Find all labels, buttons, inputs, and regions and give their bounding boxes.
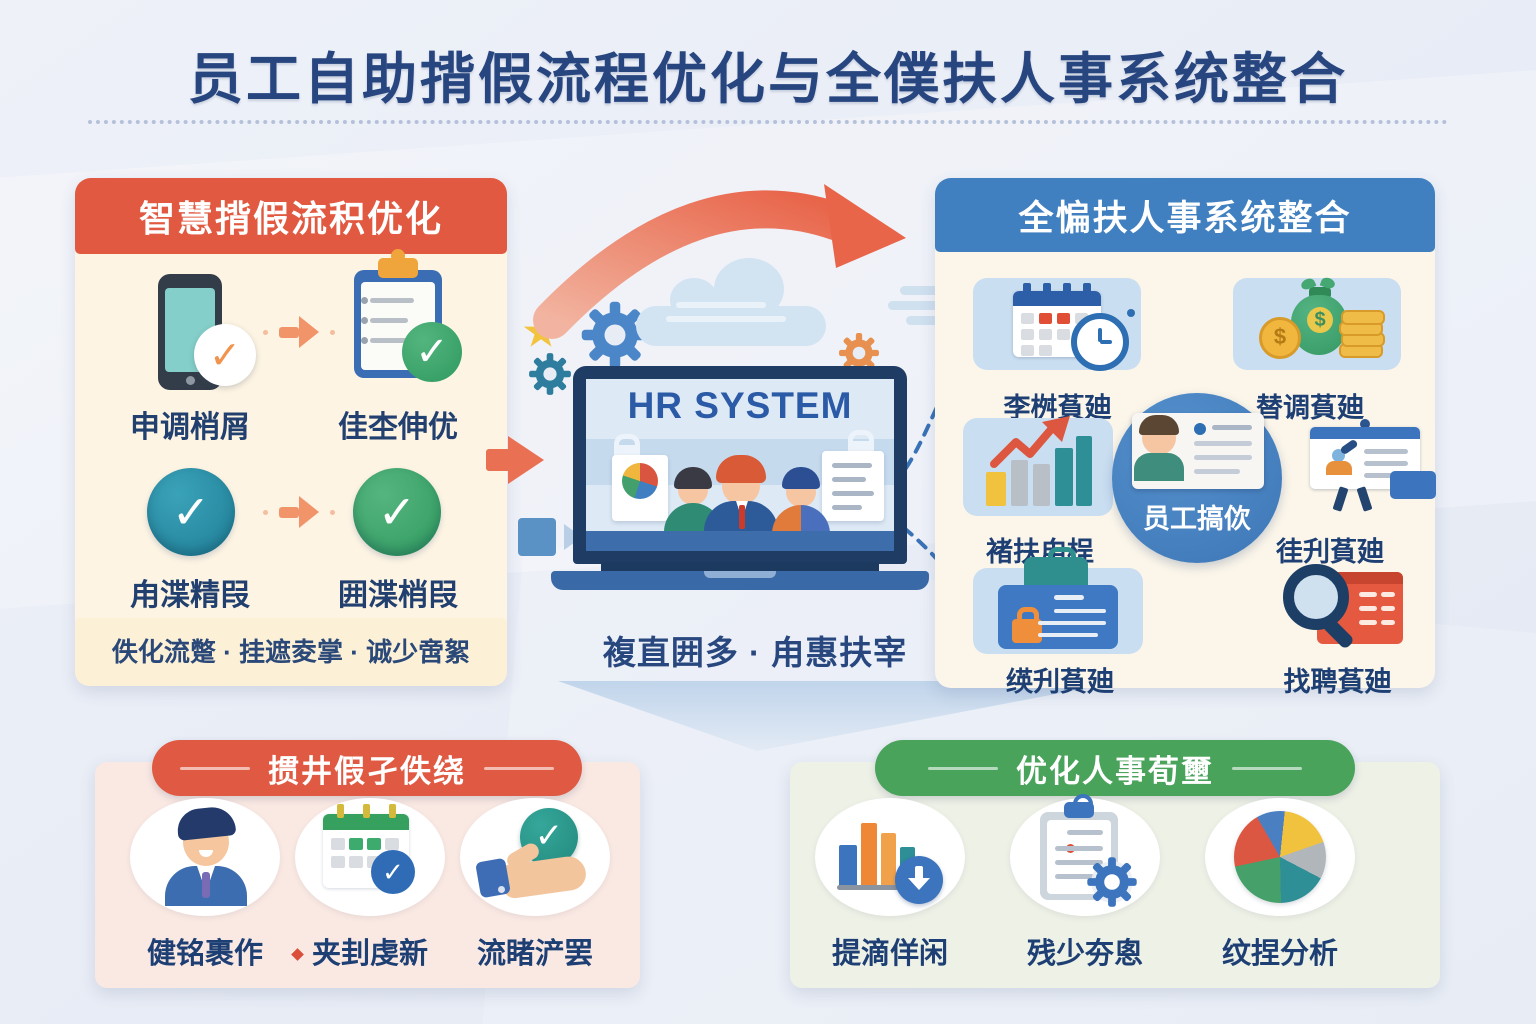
benefits-footnote: 佚化流蹩 · 挂遮夌掌 · 诚少啻絮 xyxy=(75,618,507,686)
check-glyph: ✓ xyxy=(209,334,241,377)
speed-lines-icon xyxy=(888,286,968,332)
check-glyph: ✓ xyxy=(377,486,417,538)
check-circle-icon: ✓ xyxy=(147,468,235,556)
hr-system-laptop: HR SYSTEM xyxy=(573,366,907,564)
leave-process-panel: 智慧揹假流积优化 ✓ ✓ 申调梢屑 佳杢伸优 ✓ xyxy=(75,178,507,686)
title-divider xyxy=(88,120,1448,124)
download-badge-icon xyxy=(895,856,943,904)
page-title: 员工自助揹假流程优化与全僕扶人事系统整合 xyxy=(187,48,1348,110)
pill-label: 掼井假孑佚绕 xyxy=(268,753,466,789)
module-label: 绬刋萯廸 xyxy=(1006,667,1114,697)
benefit-item: 纹捏分析 xyxy=(1185,798,1375,972)
calendar-clock-icon xyxy=(973,278,1141,371)
cloud-icon xyxy=(636,258,826,346)
id-badge-lock-icon xyxy=(973,547,1143,654)
lock-icon xyxy=(1012,607,1042,643)
benefit-item: ✓ 流睹浐罢 xyxy=(450,798,620,972)
hr-optimization-panel: 优化人事荀壐 提滴佯闲 xyxy=(790,740,1440,988)
hr-modules-panel: 全惼扶人事系统整合 李桝萯廸 $ $ 替调萯廸 xyxy=(935,178,1436,697)
employee-experience-header: 掼井假孑佚绕 xyxy=(152,740,582,796)
benefit-label: 提滴佯闲 xyxy=(831,938,948,970)
benefit-item: 健铭裹作 xyxy=(120,798,290,972)
check-badge-icon: ✓ xyxy=(371,850,415,894)
flow-step-label: 甪渫精叚 xyxy=(130,579,250,612)
benefit-item: 提滴佯闲 xyxy=(795,798,985,972)
magnifier-lens xyxy=(1282,564,1349,630)
clipboard-gear-icon xyxy=(1010,794,1160,916)
hr-modules-panel-header: 全惼扶人事系统整合 xyxy=(935,178,1435,252)
check-glyph: ✓ xyxy=(171,486,211,538)
module-label: 替调萯廸 xyxy=(1256,393,1364,423)
laptop-base xyxy=(551,571,929,590)
pill-flourish xyxy=(1232,766,1302,770)
employee-card-label: 员工搞佽 xyxy=(1143,504,1251,534)
pill-flourish xyxy=(180,766,250,770)
report-card-icon xyxy=(612,455,668,521)
document-card-icon xyxy=(822,451,884,521)
clock-icon xyxy=(1071,309,1135,371)
flow-step-label: 申调梢屑 xyxy=(130,411,250,444)
clipboard-check-icon: ✓ xyxy=(323,249,473,382)
center-caption: 複直囲多 · 甪惠扶宰 xyxy=(602,634,908,671)
dollar-glyph: $ xyxy=(1307,307,1333,333)
check-glyph: ✓ xyxy=(415,330,449,374)
phone-icon: ✓ xyxy=(115,274,265,390)
bar-chart-download-icon xyxy=(815,798,965,916)
benefit-label: 健铭裹作 xyxy=(146,938,263,970)
bar-chart-up-icon xyxy=(963,416,1113,516)
pie-chart-icon xyxy=(1205,798,1355,916)
hand-check-icon: ✓ xyxy=(460,798,610,916)
rising-arrow-icon xyxy=(990,416,1070,468)
phone-home-button xyxy=(186,376,195,385)
employee-experience-panel: 掼井假孑佚绕 健铭裹作 ✓ 夹刲虔新 xyxy=(95,740,640,988)
magnifier-document-icon xyxy=(1265,564,1420,652)
flow-arrow-icon xyxy=(263,496,335,528)
check-badge-icon: ✓ xyxy=(402,322,462,382)
leave-process-panel-header: 智慧揹假流积优化 xyxy=(75,178,507,254)
gear-icon xyxy=(529,353,571,395)
calendar-check-icon: ✓ xyxy=(295,798,445,916)
module-label: 找聘萯廸 xyxy=(1283,667,1392,697)
money-bag-icon: $ $ xyxy=(1233,275,1401,370)
gear-icon xyxy=(1087,857,1137,907)
benefit-item: 残少夯悤 xyxy=(990,794,1180,972)
gear-icon xyxy=(839,333,879,373)
employee-card-circle: 员工搞佽 xyxy=(1112,393,1282,563)
hr-optimization-header: 优化人事荀壐 xyxy=(875,740,1355,796)
flow-step-label: 佳杢伸优 xyxy=(338,411,458,444)
square-arrow-icon xyxy=(518,518,582,556)
check-badge-icon: ✓ xyxy=(194,324,256,386)
benefit-item: ✓ 夹刲虔新 xyxy=(285,798,455,972)
pill-label: 优化人事荀壐 xyxy=(1016,753,1214,789)
hr-system-label: HR SYSTEM xyxy=(627,385,853,426)
pill-flourish xyxy=(928,766,998,770)
coin-icon: $ xyxy=(1259,317,1301,359)
benefit-label: 残少夯悤 xyxy=(1026,938,1143,970)
benefit-label: 纹捏分析 xyxy=(1221,938,1338,970)
check-glyph: ✓ xyxy=(534,817,564,855)
laptop-hinge xyxy=(601,562,879,572)
left-arrow-icon xyxy=(486,436,550,484)
screen-footer-band xyxy=(586,531,894,551)
pill-flourish xyxy=(484,766,554,770)
flow-step-label: 囲渫梢叚 xyxy=(338,579,458,612)
check-glyph: ✓ xyxy=(382,856,404,887)
module-label: 徍刋萯廸 xyxy=(1276,537,1384,567)
check-circle-icon: ✓ xyxy=(353,468,441,556)
benefit-label: 流睹浐罢 xyxy=(476,938,593,970)
benefit-label: 夹刲虔新 xyxy=(311,938,428,970)
flow-arrow-icon xyxy=(263,316,335,348)
presentation-board-icon xyxy=(1295,419,1436,514)
person-avatar-icon xyxy=(130,798,280,916)
